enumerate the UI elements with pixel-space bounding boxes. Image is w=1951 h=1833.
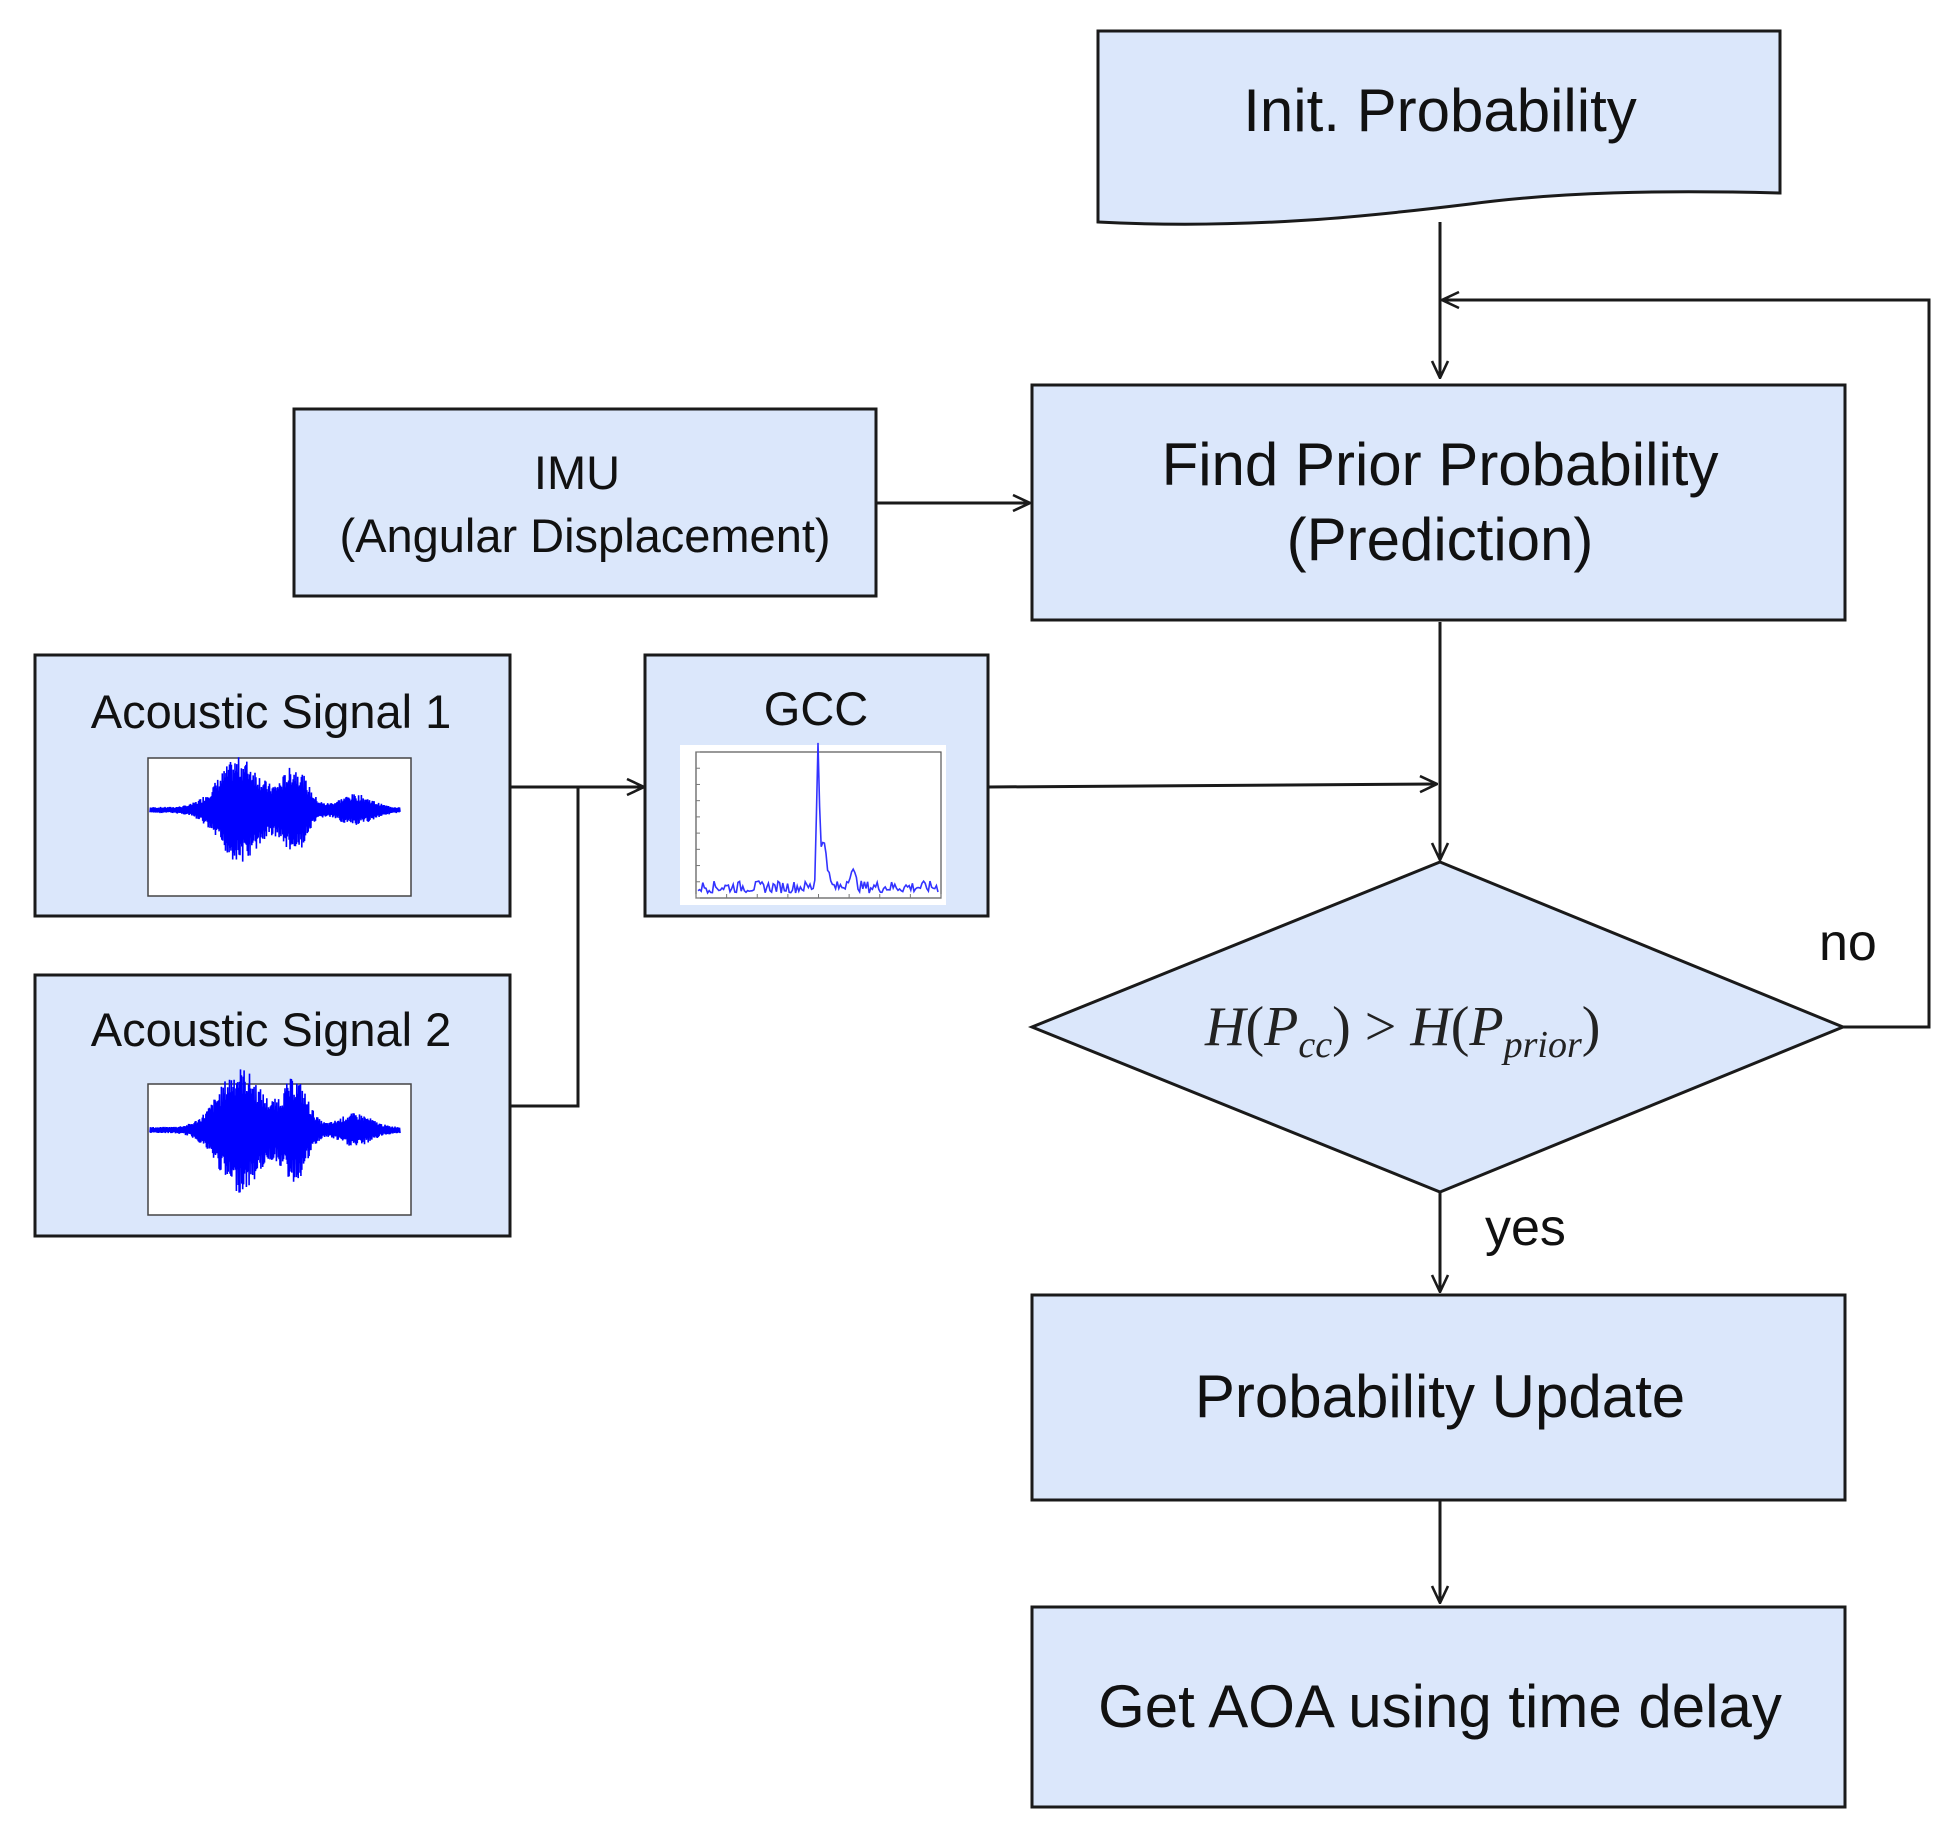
edge-signal2-to-gcc: [510, 787, 580, 1108]
prior-title: Find Prior Probability: [1162, 431, 1719, 498]
edge-gcc-to-decision: [987, 784, 1437, 787]
signal1-label: Acoustic Signal 1: [91, 685, 452, 738]
node-acoustic-signal-2: Acoustic Signal 2: [33, 973, 512, 1238]
imu-subtitle: (Angular Displacement): [339, 509, 830, 562]
node-probability-update: Probability Update: [1030, 1293, 1847, 1502]
gcc-correlation-curve: [697, 742, 939, 895]
node-acoustic-signal-1: Acoustic Signal 1: [33, 653, 512, 918]
init-probability-label: Init. Probability: [1243, 77, 1637, 144]
node-imu: IMU (Angular Displacement): [292, 407, 878, 598]
edge-label-yes: yes: [1485, 1199, 1566, 1257]
node-init-probability: Init. Probability: [1096, 29, 1782, 226]
node-get-aoa: Get AOA using time delay: [1030, 1605, 1847, 1809]
signal2-label: Acoustic Signal 2: [91, 1003, 452, 1056]
signal1-waveform: [149, 757, 401, 862]
update-label: Probability Update: [1195, 1363, 1685, 1430]
edge-no-loop: [1442, 300, 1931, 1029]
aoa-label: Get AOA using time delay: [1098, 1673, 1782, 1740]
gcc-plot-background: [680, 745, 946, 905]
node-find-prior-probability: Find Prior Probability (Prediction): [1030, 383, 1847, 622]
gcc-label: GCC: [764, 682, 868, 735]
node-entropy-decision: H(Pcc)>H(Pprior): [1027, 860, 1847, 1194]
decision-condition: H(Pcc)>H(Pprior): [1204, 996, 1600, 1066]
node-gcc: GCC: [643, 653, 990, 918]
prior-subtitle: (Prediction): [1287, 506, 1594, 573]
edge-label-no: no: [1819, 914, 1877, 972]
signal2-waveform: [149, 1069, 401, 1193]
gcc-plot-ticks: [695, 751, 942, 899]
imu-title: IMU: [534, 446, 620, 499]
